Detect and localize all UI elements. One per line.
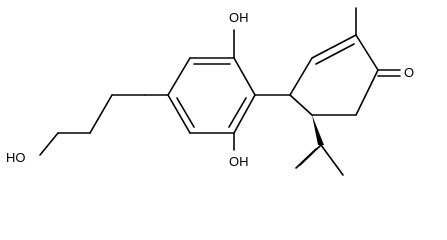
ring-double-bond — [176, 97, 195, 128]
chemical-structure-diagram: OH OH HO O — [6, 7, 414, 176]
ho-chain-label: HO — [6, 150, 26, 165]
ring-bond — [167, 57, 191, 96]
ring-bond — [233, 94, 256, 134]
chain-bond — [89, 94, 113, 134]
chain-bond — [39, 132, 59, 156]
cyclo-bond — [355, 69, 379, 116]
oh-bottom-label: OH — [229, 154, 249, 169]
cyclo-bond — [355, 34, 379, 71]
structure-canvas: OH OH HO O — [6, 7, 414, 176]
cyclo-double-bond — [315, 43, 355, 65]
isopropenyl-double-bond — [295, 148, 317, 169]
ketone-o-label: O — [404, 65, 414, 80]
cyclo-bond — [289, 57, 313, 96]
isopropenyl-bond — [320, 144, 344, 176]
ring-bond — [167, 94, 191, 134]
ring-bond — [233, 57, 256, 96]
cyclo-bond — [289, 94, 313, 116]
oh-top-label: OH — [229, 10, 249, 25]
cyclo-bond — [311, 34, 357, 59]
wedge-bond — [312, 115, 324, 145]
ring-double-bond — [228, 97, 247, 128]
